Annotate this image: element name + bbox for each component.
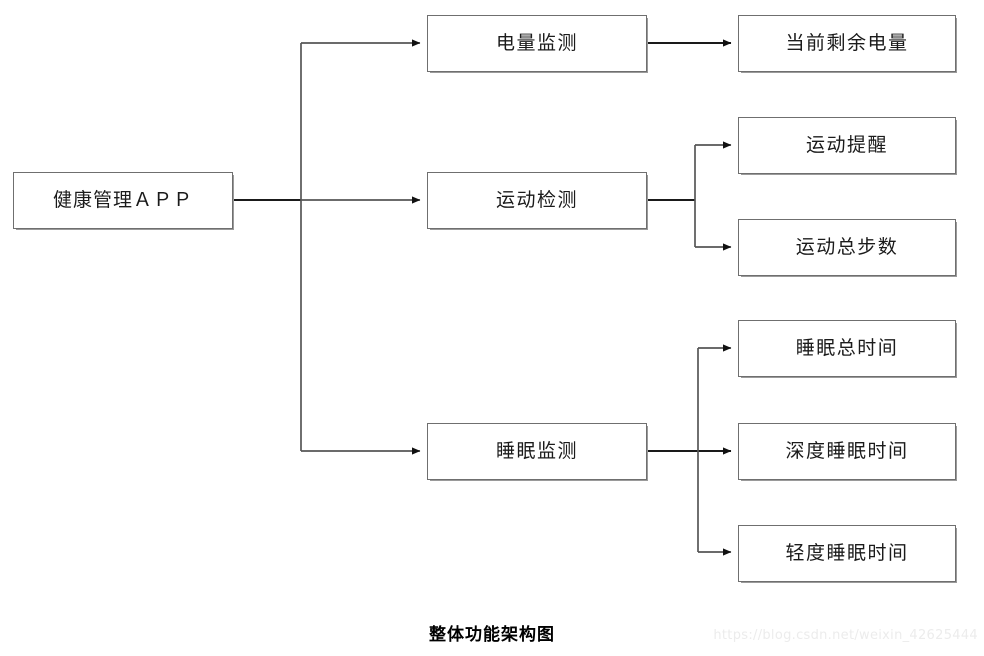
node-deep-sleep-time[interactable]: 深度睡眠时间 (738, 423, 956, 480)
node-light-sleep-time[interactable]: 轻度睡眠时间 (738, 525, 956, 582)
node-exercise-reminder-label: 运动提醒 (805, 134, 888, 156)
node-exercise-total-steps[interactable]: 运动总步数 (738, 219, 956, 276)
node-exercise-total-steps-label: 运动总步数 (795, 236, 899, 258)
node-exercise-detection[interactable]: 运动检测 (427, 172, 647, 229)
node-deep-sleep-time-label: 深度睡眠时间 (785, 440, 909, 462)
node-battery-remaining[interactable]: 当前剩余电量 (738, 15, 956, 72)
node-root[interactable]: 健康管理ＡＰＰ (13, 172, 233, 229)
node-sleep-monitor-label: 睡眠监测 (495, 440, 578, 462)
node-root-label: 健康管理ＡＰＰ (52, 189, 193, 211)
node-battery-monitor-label: 电量监测 (495, 32, 578, 54)
node-sleep-monitor[interactable]: 睡眠监测 (427, 423, 647, 480)
node-sleep-total-time-label: 睡眠总时间 (795, 337, 899, 359)
diagram-caption: 整体功能架构图 (429, 625, 555, 645)
node-sleep-total-time[interactable]: 睡眠总时间 (738, 320, 956, 377)
watermark-text: https://blog.csdn.net/weixin_42625444 (713, 628, 978, 643)
node-battery-remaining-label: 当前剩余电量 (785, 32, 909, 54)
node-battery-monitor[interactable]: 电量监测 (427, 15, 647, 72)
node-exercise-reminder[interactable]: 运动提醒 (738, 117, 956, 174)
node-exercise-detection-label: 运动检测 (495, 189, 578, 211)
node-light-sleep-time-label: 轻度睡眠时间 (785, 542, 909, 564)
